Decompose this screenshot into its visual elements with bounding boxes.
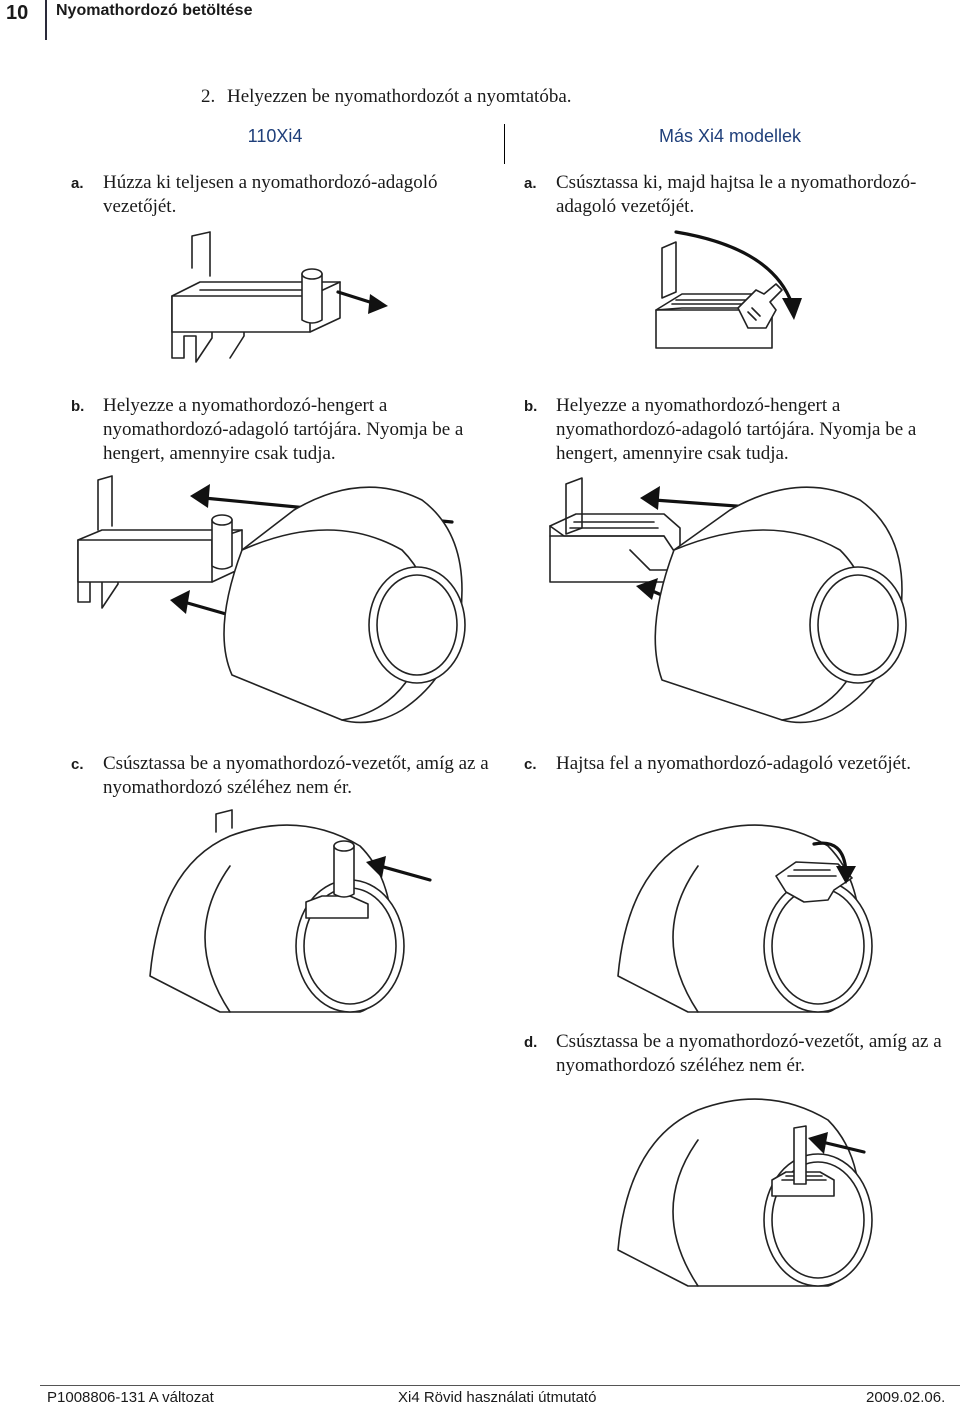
right-item-d: d. Csúsztassa be a nyomathordozó-vezetőt… xyxy=(524,1030,944,1078)
item-text: Csúsztassa ki, majd hajtsa le a nyomatho… xyxy=(556,172,917,217)
illustration-xi4-load-roll xyxy=(549,477,907,724)
left-item-a: a. Húzza ki teljesen a nyomathordozó-ada… xyxy=(71,171,491,219)
item-text: Húzza ki teljesen a nyomathordozó-adagol… xyxy=(103,172,438,217)
item-label: a. xyxy=(524,175,537,192)
item-text: Helyezze a nyomathordozó-hengert a nyoma… xyxy=(556,395,917,464)
item-text: Csúsztassa be a nyomathordozó-vezetőt, a… xyxy=(556,1031,942,1076)
item-label: b. xyxy=(71,398,85,415)
right-item-a: a. Csúsztassa ki, majd hajtsa le a nyoma… xyxy=(524,171,944,219)
footer-document-id: P1008806-131 A változat xyxy=(47,1389,214,1406)
step-text: Helyezzen be nyomathordozót a nyomtatóba… xyxy=(227,86,572,107)
footer-date: 2009.02.06. xyxy=(866,1389,946,1406)
illustration-110xi4-load-roll xyxy=(77,475,466,724)
left-item-c: c. Csúsztassa be a nyomathordozó-vezetőt… xyxy=(71,752,491,800)
step-instruction: 2. Helyezzen be nyomathordozót a nyomtató… xyxy=(201,85,572,109)
right-item-c: c. Hajtsa fel a nyomathordozó-adagoló ve… xyxy=(524,752,954,776)
step-number: 2. xyxy=(201,86,216,107)
column-divider xyxy=(504,124,505,164)
illustration-xi4-guide-fold xyxy=(655,230,802,349)
illustration-110xi4-slide-guide xyxy=(149,809,432,1013)
left-column-heading: 110Xi4 xyxy=(247,126,303,146)
footer-document-title: Xi4 Rövid használati útmutató xyxy=(398,1389,597,1406)
right-item-b: b. Helyezze a nyomathordozó-hengert a ny… xyxy=(524,394,944,466)
item-label: b. xyxy=(524,398,538,415)
right-column-heading: Más Xi4 modellek xyxy=(658,126,802,146)
illustration-xi4-slide-guide xyxy=(617,1098,873,1287)
item-text: Csúsztassa be a nyomathordozó-vezetőt, a… xyxy=(103,753,489,798)
item-label: c. xyxy=(71,756,84,773)
illustration-xi4-fold-guide-up xyxy=(617,824,873,1013)
section-title: Nyomathordozó betöltése xyxy=(56,2,253,19)
illustration-110xi4-guide-out xyxy=(171,231,388,363)
footer-divider xyxy=(40,1385,960,1386)
item-text: Hajtsa fel a nyomathordozó-adagoló vezet… xyxy=(556,753,912,774)
header-divider xyxy=(45,0,47,40)
left-item-b: b. Helyezze a nyomathordozó-hengert a ny… xyxy=(71,394,491,466)
item-label: a. xyxy=(71,175,84,192)
page-number: 10 xyxy=(6,2,29,24)
item-label: c. xyxy=(524,756,537,773)
item-text: Helyezze a nyomathordozó-hengert a nyoma… xyxy=(103,395,464,464)
item-label: d. xyxy=(524,1034,538,1051)
